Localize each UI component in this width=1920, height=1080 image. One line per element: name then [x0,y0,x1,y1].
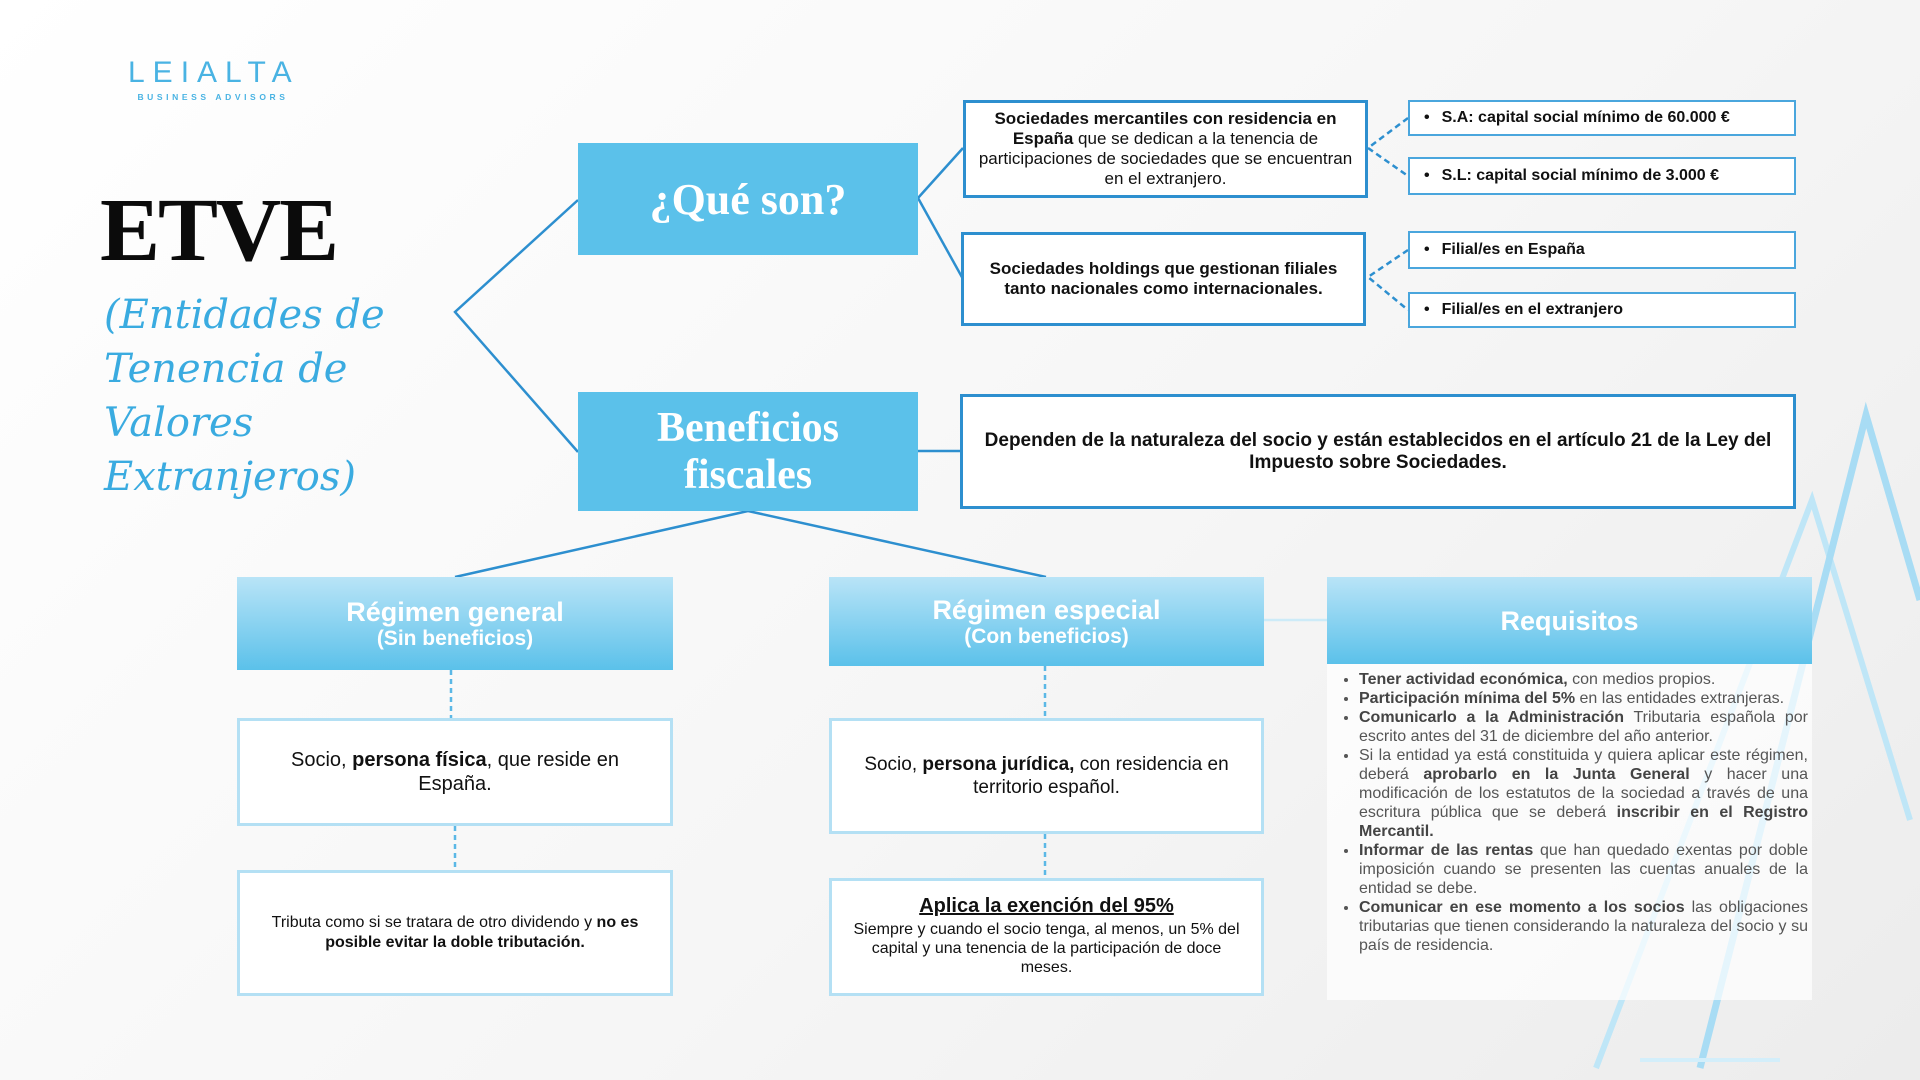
definition-mercantiles-rest: que se dedican a la tenencia de particip… [978,129,1353,188]
page-title: ETVE [100,181,339,280]
branch-box1 [917,147,964,199]
req-text: que han quedado exentas por doble imposi… [1359,842,1809,897]
list-item: Tener actividad económica, con medios pr… [1359,670,1808,689]
socio-juridica-bold: persona jurídica, [922,754,1075,775]
definition-box-mercantiles: Sociedades mercantiles con residencia en… [963,100,1368,198]
branch-box1-items [1365,117,1409,178]
tributa-text: Tributa como si se tratara de otro divid… [254,913,656,953]
page-subtitle: (Entidades de Tenencia de Valores Extran… [104,288,484,504]
req-text: en las entidades extranjeras. [1575,690,1785,707]
logo-tagline: BUSINESS ADVISORS [137,92,289,102]
que-son-label: ¿Qué son? [649,174,847,224]
req-bold: aprobarlo en la Junta General [1423,766,1690,783]
aplica-exencion-box: Aplica la exención del 95% Siempre y cua… [829,878,1264,996]
regimen-general-subtitle: (Sin beneficios) [376,626,534,650]
socio-juridica-pre: Socio, [864,754,923,775]
req-bold: Comunicar en ese momento a los socios [1359,899,1685,916]
leialta-logo: LEIALTA BUSINESS ADVISORS [128,56,298,102]
regimen-general-header: Régimen general (Sin beneficios) [237,577,673,670]
bullet-item-filial-espana: Filial/es en España [1408,231,1796,269]
list-item: Participación mínima del 5% en las entid… [1359,689,1808,708]
list-item: Informar de las rentas que han quedado e… [1359,841,1808,898]
beneficios-fiscales-node: Beneficios fiscales [578,392,918,511]
requisitos-title: Requisitos [1500,605,1639,636]
beneficios-description-text: Dependen de la naturaleza del socio y es… [984,429,1772,473]
req-text: con medios propios. [1567,671,1716,688]
socio-juridica-post: con residencia en territorio español. [973,754,1229,798]
list-item: Comunicar en ese momento a los socios la… [1359,898,1808,955]
bullet-item-filial-extranjero-text: Filial/es en el extranjero [1441,301,1624,318]
subtitle-line-1: (Entidades de [104,292,385,338]
bullet-item-filial-espana-text: Filial/es en España [1441,241,1585,258]
beneficios-description-box: Dependen de la naturaleza del socio y es… [960,394,1796,509]
definition-mercantiles-bold: Sociedades mercantiles con residencia en… [994,109,1337,148]
branch-box2 [916,197,965,280]
definition-holdings-text: Sociedades holdings que gestionan filial… [989,259,1338,298]
req-bold: Informar de las rentas [1359,842,1534,859]
branch-etve [453,199,579,453]
logo-name: LEIALTA [128,56,300,89]
subtitle-line-3: Extranjeros) [104,454,356,500]
bullet-item-sl-text: S.L: capital social mínimo de 3.000 € [1441,167,1720,184]
socio-persona-fisica-box: Socio, persona física, que reside en Esp… [237,718,673,826]
que-son-node: ¿Qué son? [578,143,918,255]
req-text: Tributaria española por escrito antes de… [1359,709,1808,745]
definition-mercantiles-text: Sociedades mercantiles con residencia en… [976,109,1355,189]
req-bold-2: inscribir en el Registro Mercantil. [1359,804,1808,840]
tributa-pre: Tributa como si se tratara de otro divid… [271,914,597,931]
branch-general [454,509,749,579]
tributa-box: Tributa como si se tratara de otro divid… [237,870,673,996]
aplica-exencion-title: Aplica la exención del 95% [919,895,1174,917]
socio-fisica-pre: Socio, [291,749,353,771]
branch-especial [747,509,1047,579]
branch-box2-items [1365,248,1409,311]
list-item: Si la entidad ya está constituida y quie… [1359,746,1808,841]
socio-fisica-post: , que reside en España. [418,749,619,795]
req-bold: Tener actividad económica, [1359,671,1568,688]
req-text: y hacer una modificación de los estatuto… [1359,766,1809,821]
requisitos-list: Tener actividad económica, con medios pr… [1333,670,1808,955]
bullet-item-sa-text: S.A: capital social mínimo de 60.000 € [1441,109,1730,126]
bullet-item-sl: S.L: capital social mínimo de 3.000 € [1408,157,1796,195]
req-text: las obligaciones tributarias que tienen … [1359,899,1809,954]
list-item: Comunicarlo a la Administración Tributar… [1359,708,1808,746]
socio-persona-juridica-text: Socio, persona jurídica, con residencia … [846,753,1247,799]
definition-box-holdings: Sociedades holdings que gestionan filial… [961,232,1366,326]
regimen-especial-subtitle: (Con beneficios) [964,624,1129,648]
socio-fisica-bold: persona física [352,749,487,771]
tributa-bold: no es posible evitar la doble tributació… [325,914,639,951]
bullet-item-sa: S.A: capital social mínimo de 60.000 € [1408,100,1796,136]
socio-persona-fisica-text: Socio, persona física, que reside en Esp… [254,748,656,796]
requisitos-list-panel: Tener actividad económica, con medios pr… [1327,664,1812,1000]
regimen-general-title: Régimen general [346,596,564,627]
beneficios-label-line-1: Beneficios [657,404,839,451]
beneficios-label-line-2: fiscales [683,451,813,498]
req-bold: Comunicarlo a la Administración [1359,709,1625,726]
bullet-item-filial-extranjero: Filial/es en el extranjero [1408,292,1796,328]
socio-persona-juridica-box: Socio, persona jurídica, con residencia … [829,718,1264,834]
regimen-especial-title: Régimen especial [932,594,1161,625]
aplica-exencion-text: Siempre y cuando el socio tenga, al meno… [853,921,1240,976]
requisitos-header: Requisitos [1327,577,1812,664]
req-bold: Participación mínima del 5% [1359,690,1576,707]
regimen-especial-header: Régimen especial (Con beneficios) [829,577,1264,666]
req-pre: Si la entidad ya está constituida y quie… [1359,747,1808,783]
subtitle-line-2: Tenencia de Valores [104,346,348,446]
